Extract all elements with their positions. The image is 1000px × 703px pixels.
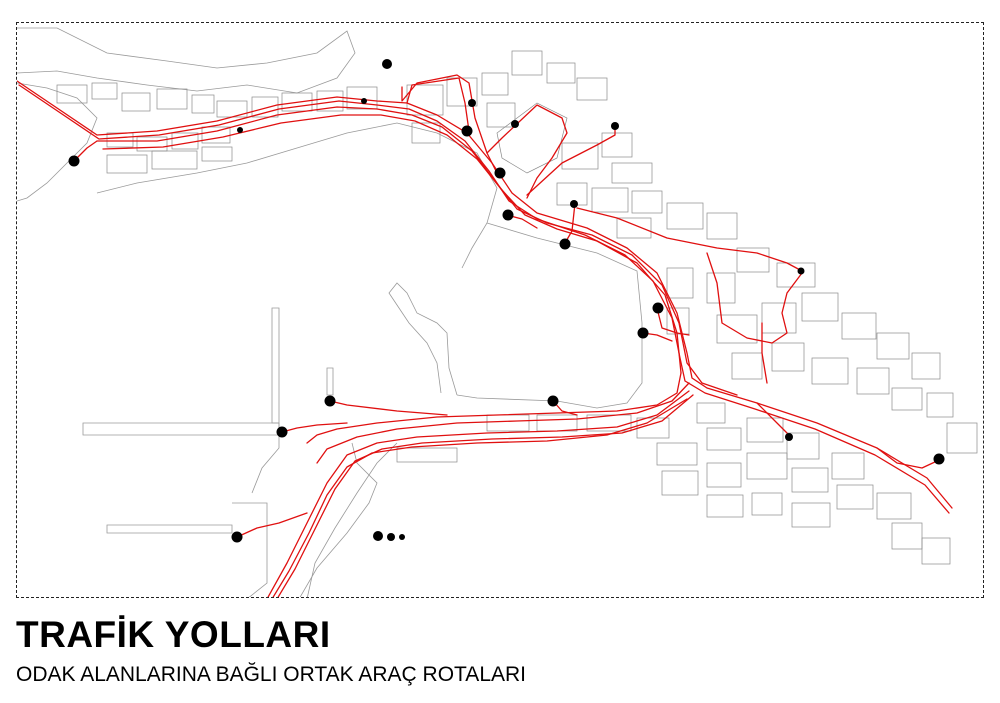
route-east-upper: [576, 207, 803, 272]
focus-point[interactable]: [382, 59, 392, 69]
focus-point[interactable]: [933, 453, 945, 465]
focus-point[interactable]: [494, 167, 506, 179]
map-frame: [16, 22, 984, 598]
focus-point[interactable]: [237, 127, 243, 133]
route-harbor-west-b: [316, 382, 690, 464]
route-east-grid: [706, 252, 803, 344]
route-upper-inner: [564, 202, 576, 244]
route-southwest-spur: [236, 512, 308, 538]
focus-point[interactable]: [373, 531, 383, 541]
focus-point[interactable]: [547, 395, 559, 407]
focus-point[interactable]: [559, 238, 571, 250]
focus-point[interactable]: [461, 125, 473, 137]
focus-point[interactable]: [611, 122, 619, 130]
route-northeast-a: [526, 126, 616, 196]
route-south-spur-c: [272, 398, 688, 597]
focus-point[interactable]: [324, 395, 336, 407]
focus-point[interactable]: [502, 209, 514, 221]
route-harbor-spur-b: [281, 422, 348, 433]
route-harbor-spur-a: [329, 400, 448, 416]
route-east-point: [876, 447, 938, 469]
route-west-tip: [73, 140, 98, 162]
focus-point[interactable]: [399, 534, 405, 540]
focus-points: [68, 59, 945, 543]
route-south-spur-b: [277, 394, 694, 597]
focus-point[interactable]: [387, 533, 395, 541]
focus-point[interactable]: [637, 327, 649, 339]
map-canvas: [17, 27, 978, 597]
route-inner-spur-a: [656, 307, 690, 336]
route-loop-north-b: [406, 77, 470, 132]
focus-point[interactable]: [570, 200, 578, 208]
route-south-spur-a: [267, 390, 690, 597]
route-loop-north: [401, 74, 498, 174]
map-title: TRAFİK YOLLARI: [16, 614, 331, 655]
route-main-coastal-c: [96, 106, 738, 396]
route-east-grid-b: [761, 322, 768, 384]
focus-point[interactable]: [785, 433, 793, 441]
route-main-coastal-a: [17, 80, 953, 509]
focus-point[interactable]: [468, 99, 476, 107]
focus-point[interactable]: [68, 155, 80, 167]
focus-point[interactable]: [276, 426, 288, 438]
route-main-coastal-b: [18, 84, 950, 514]
focus-point[interactable]: [797, 267, 805, 275]
coastline: [17, 27, 643, 597]
map-subtitle: ODAK ALANLARINA BAĞLI ORTAK ARAÇ ROTALAR…: [16, 663, 526, 686]
town-blocks: [56, 50, 978, 565]
route-harbor-west-a: [306, 372, 682, 444]
route-north-square: [486, 104, 568, 199]
focus-point[interactable]: [361, 98, 367, 104]
focus-point[interactable]: [231, 531, 243, 543]
traffic-routes: [17, 74, 953, 597]
route-main-coastal-d: [102, 114, 682, 374]
focus-point[interactable]: [652, 302, 664, 314]
focus-point[interactable]: [511, 120, 519, 128]
